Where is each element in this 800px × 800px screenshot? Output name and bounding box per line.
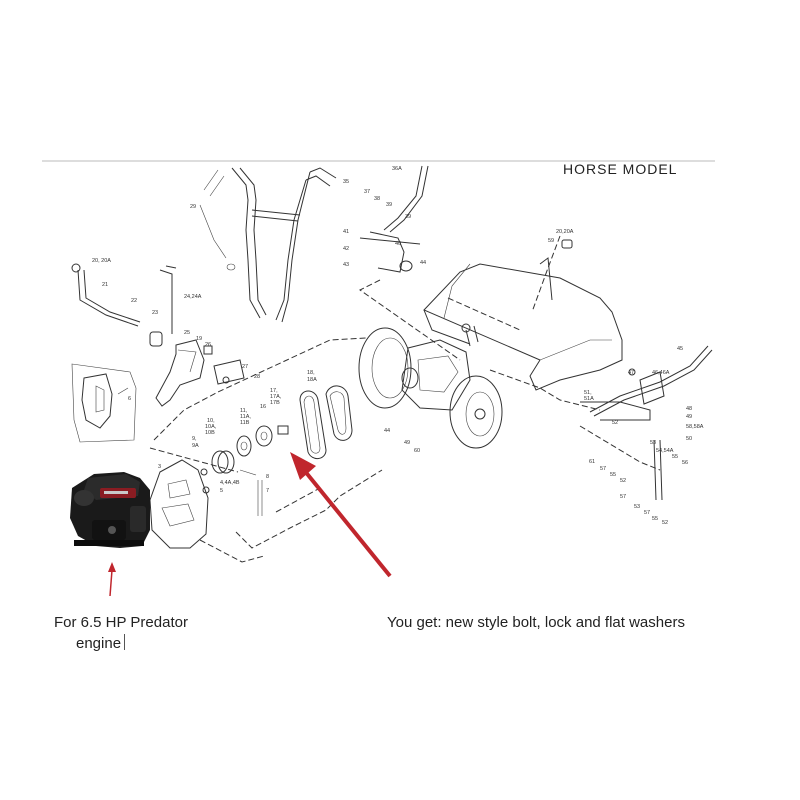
label-17a: 17A, — [270, 394, 282, 400]
engine-caption-line2-text: engine — [76, 635, 122, 652]
label-11b: 11B — [240, 420, 250, 426]
label-28: 28 — [254, 374, 260, 380]
label-9: 9, — [192, 436, 197, 442]
control-linkage — [71, 263, 245, 407]
label-46-46a: 46,46A — [652, 370, 670, 376]
label-37: 37 — [364, 189, 370, 195]
label-17b: 17B — [270, 400, 280, 406]
label-21: 21 — [102, 282, 108, 288]
engine-outline-inset — [71, 363, 137, 443]
label-53a: 53 — [650, 440, 656, 446]
label-19: 19 — [196, 336, 202, 342]
engine-caption-line2: engine — [54, 633, 224, 654]
label-22: 22 — [131, 298, 137, 304]
label-47: 47 — [628, 370, 634, 376]
label-51a: 51A — [584, 396, 594, 402]
label-38: 38 — [374, 196, 380, 202]
label-39a: 39 — [386, 202, 392, 208]
label-27: 27 — [242, 364, 248, 370]
label-49b: 49 — [404, 440, 410, 446]
label-36a: 36A — [392, 166, 402, 172]
label-55a: 55 — [672, 454, 678, 460]
label-20-20a-left: 20, 20A — [92, 258, 111, 264]
label-49a: 49 — [686, 414, 692, 420]
label-45: 45 — [677, 346, 683, 352]
label-60: 60 — [414, 448, 420, 454]
right-linkage — [539, 239, 713, 501]
belt-guard — [149, 459, 210, 549]
label-55c: 55 — [652, 516, 658, 522]
label-16: 16 — [260, 404, 266, 410]
label-3: 3 — [158, 464, 161, 470]
label-41: 41 — [343, 229, 349, 235]
text-cursor — [124, 634, 126, 650]
label-18: 18, — [307, 370, 315, 376]
label-44: 44 — [420, 260, 426, 266]
engine-photo — [70, 472, 150, 548]
label-5: 5 — [220, 488, 223, 494]
label-8: 8 — [266, 474, 269, 480]
label-54-54a: 54,54A — [656, 448, 674, 454]
label-56: 56 — [682, 460, 688, 466]
label-52b: 52 — [620, 478, 626, 484]
label-4-4a-4b: 4,4A,4B — [220, 480, 240, 486]
label-17: 17, — [270, 388, 278, 394]
label-53b: 53 — [634, 504, 640, 510]
label-18a: 18A — [307, 377, 317, 383]
label-24-24a: 24,24A — [184, 294, 202, 300]
label-43: 43 — [343, 262, 349, 268]
label-51: 51, — [584, 390, 592, 396]
engine-caption-line1: For 6.5 HP Predator — [54, 614, 188, 631]
label-9a: 9A — [192, 443, 199, 449]
label-58-58a: 58,58A — [686, 424, 704, 430]
label-6: 6 — [128, 396, 131, 402]
label-29: 29 — [190, 204, 196, 210]
label-55b: 55 — [610, 472, 616, 478]
pulleys — [211, 425, 289, 516]
upper-controls — [359, 165, 461, 361]
label-26: 26 — [205, 342, 211, 348]
label-57c: 57 — [644, 510, 650, 516]
label-39b: 39 — [405, 214, 411, 220]
transmission — [358, 323, 503, 449]
label-10: 10, — [207, 418, 215, 424]
parts-caption: You get: new style bolt, lock and flat w… — [387, 614, 685, 631]
frame-outline — [149, 235, 661, 563]
label-10b: 10B — [205, 430, 215, 436]
label-44b: 44 — [384, 428, 390, 434]
label-42: 42 — [343, 246, 349, 252]
drive-belts — [299, 385, 353, 459]
label-11: 11, — [240, 408, 248, 414]
label-7: 7 — [266, 488, 269, 494]
label-11a: 11A, — [240, 414, 251, 420]
red-arrow-large — [290, 452, 392, 578]
label-57a: 57 — [600, 466, 606, 472]
label-61: 61 — [589, 459, 595, 465]
red-arrow-small — [108, 562, 116, 597]
handle-frame — [199, 167, 337, 323]
label-48: 48 — [686, 406, 692, 412]
label-25: 25 — [184, 330, 190, 336]
label-59: 59 — [548, 238, 554, 244]
label-50: 50 — [686, 436, 692, 442]
label-10a: 10A, — [205, 424, 217, 430]
label-35: 35 — [343, 179, 349, 185]
label-52a: 52 — [612, 420, 618, 426]
label-52c: 52 — [662, 520, 668, 526]
label-23: 23 — [152, 310, 158, 316]
engine-caption: For 6.5 HP Predator engine — [54, 612, 224, 654]
label-40: 40 — [395, 241, 401, 247]
label-20-20a-right: 20,20A — [556, 229, 574, 235]
part-labels: 35 36A 37 38 39 39 41 42 40 43 44 59 20,… — [92, 166, 704, 526]
label-57b: 57 — [620, 494, 626, 500]
diagram-title: HORSE MODEL — [563, 161, 677, 177]
tine-hood — [423, 263, 623, 391]
